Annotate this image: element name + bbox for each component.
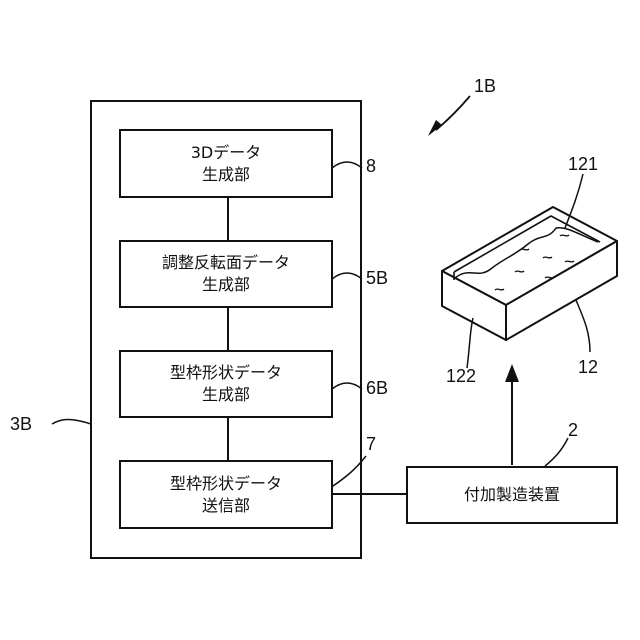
leader-122: [467, 318, 473, 368]
leader-12: [576, 300, 590, 352]
ref-8: 8: [366, 156, 376, 176]
leader-8: [332, 162, 362, 168]
leader-5b: [332, 273, 362, 279]
block-line: 型枠形状データ: [170, 362, 282, 384]
ref-122: 122: [446, 366, 476, 386]
ref-3b: 3B: [10, 414, 32, 434]
block-line: 3Dデータ: [191, 142, 262, 164]
leader-3b: [52, 420, 91, 425]
block-adjusted-inverted-surface-generator: 調整反転面データ 生成部: [119, 240, 333, 308]
block-3d-data-generator: 3Dデータ 生成部: [119, 129, 333, 198]
block-line: 生成部: [202, 164, 250, 186]
additive-manufacturing-device: 付加製造装置: [406, 466, 618, 524]
ref-5b: 5B: [366, 268, 388, 288]
pointer-1b-head: [428, 120, 442, 136]
block-line: 調整反転面データ: [162, 252, 290, 274]
arrowhead-up: [505, 364, 519, 382]
block-line: 生成部: [202, 384, 250, 406]
block-mold-shape-transmitter: 型枠形状データ 送信部: [119, 460, 333, 529]
block-line: 送信部: [202, 495, 250, 517]
ref-2: 2: [568, 420, 578, 440]
ref-6b: 6B: [366, 378, 388, 398]
leader-6b: [332, 383, 362, 389]
block-line: 型枠形状データ: [170, 473, 282, 495]
ref-1b: 1B: [474, 76, 496, 96]
block-mold-shape-generator: 型枠形状データ 生成部: [119, 350, 333, 418]
device-label: 付加製造装置: [464, 484, 560, 506]
block-line: 生成部: [202, 274, 250, 296]
ref-121: 121: [568, 154, 598, 174]
leader-2: [545, 438, 568, 466]
ref-7: 7: [366, 434, 376, 454]
ref-12: 12: [578, 357, 598, 377]
